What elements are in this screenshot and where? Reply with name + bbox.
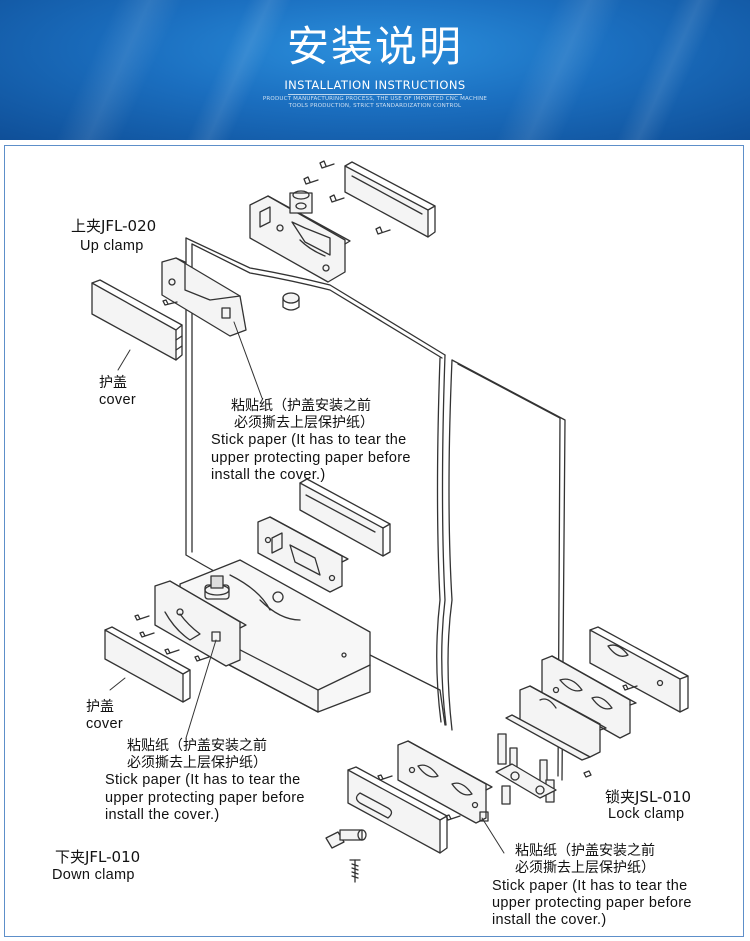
- cover-top-label-en: cover: [99, 392, 136, 408]
- floor-pivot-base: [179, 559, 371, 713]
- page-subtitle: INSTALLATION INSTRUCTIONS: [284, 78, 466, 92]
- down-clamp-label-zh: 下夹JFL-010: [55, 848, 141, 866]
- cover-plate-bottom: [104, 626, 191, 703]
- screw-set-bottom: [134, 614, 210, 662]
- cover-top-label-zh: 护盖: [99, 375, 127, 391]
- stick-paper-1-en-line3: install the cover.): [211, 467, 326, 483]
- down-clamp-label-en: Down clamp: [52, 867, 135, 883]
- up-clamp-plate: [161, 257, 247, 337]
- glass-panel-right: [447, 359, 566, 781]
- screw-set-top: [303, 160, 391, 235]
- lock-keeper: [505, 685, 607, 761]
- stick-paper-1-en-line1: Stick paper (It has to tear the: [211, 432, 407, 448]
- up-clamp-label-en: Up clamp: [80, 238, 144, 254]
- stick-paper-1-en-line2: upper protecting paper before: [211, 450, 411, 466]
- down-clamp-plate: [154, 580, 247, 667]
- stick-paper-2-en-line1: Stick paper (It has to tear the: [105, 772, 301, 788]
- stick-paper-3-zh-line1: 粘贴纸（护盖安装之前: [515, 843, 655, 859]
- diagram-frame: [4, 145, 744, 937]
- cover-plate-top: [91, 279, 183, 361]
- cover-bottom-label-zh: 护盖: [86, 699, 114, 715]
- lock-clamp-label-en: Lock clamp: [608, 806, 685, 822]
- pivot-bushing: [282, 292, 300, 311]
- stick-paper-3-en-line3: install the cover.): [492, 912, 607, 928]
- stick-paper-3-zh-line2: 必须撕去上层保护纸）: [515, 860, 655, 876]
- lock-cover-bottom: [347, 766, 448, 854]
- clamp-body-middle: [257, 516, 349, 593]
- page-title: 安装说明: [286, 22, 463, 71]
- stick-paper-2-en-line3: install the cover.): [105, 807, 220, 823]
- lock-clamp-body: [541, 655, 638, 739]
- up-clamp-label-zh: 上夹JFL-020: [71, 217, 157, 235]
- header-banner: 安装说明 INSTALLATION INSTRUCTIONS PRODUCT M…: [0, 0, 750, 140]
- cover-bottom-label-en: cover: [86, 716, 123, 732]
- stick-paper-2-zh-line2: 必须撕去上层保护纸）: [127, 755, 267, 771]
- stick-paper-3-en-line1: Stick paper (It has to tear the: [492, 878, 688, 894]
- up-clamp-body: [249, 190, 351, 283]
- banner-tagline-1: PRODUCT MANUFACTURING PROCESS, THE USE O…: [262, 96, 488, 102]
- stick-paper-1-zh-line2: 必须撕去上层保护纸）: [234, 415, 374, 431]
- leader-lines: [109, 321, 505, 854]
- stick-paper-2-zh-line1: 粘贴纸（护盖安装之前: [127, 738, 267, 754]
- cover-part-middle: [299, 478, 391, 557]
- stick-paper-3-en-line2: upper protecting paper before: [492, 895, 692, 911]
- subtitle-divider: [288, 94, 462, 95]
- lock-key: [325, 829, 367, 849]
- lock-clamp-cover: [589, 626, 689, 713]
- lock-plate-bottom: [377, 740, 493, 824]
- mounting-screw: [349, 859, 361, 883]
- banner-tagline-2: TOOLS PRODUCTION, STRICT STANDARDIZATION…: [288, 103, 462, 109]
- lock-clamp-label-zh: 锁夹JSL-010: [605, 788, 692, 806]
- stick-paper-1-zh-line1: 粘贴纸（护盖安装之前: [231, 398, 371, 414]
- top-cover-part: [344, 161, 436, 238]
- lock-pin-set: [495, 733, 592, 805]
- stick-paper-2-en-line2: upper protecting paper before: [105, 790, 305, 806]
